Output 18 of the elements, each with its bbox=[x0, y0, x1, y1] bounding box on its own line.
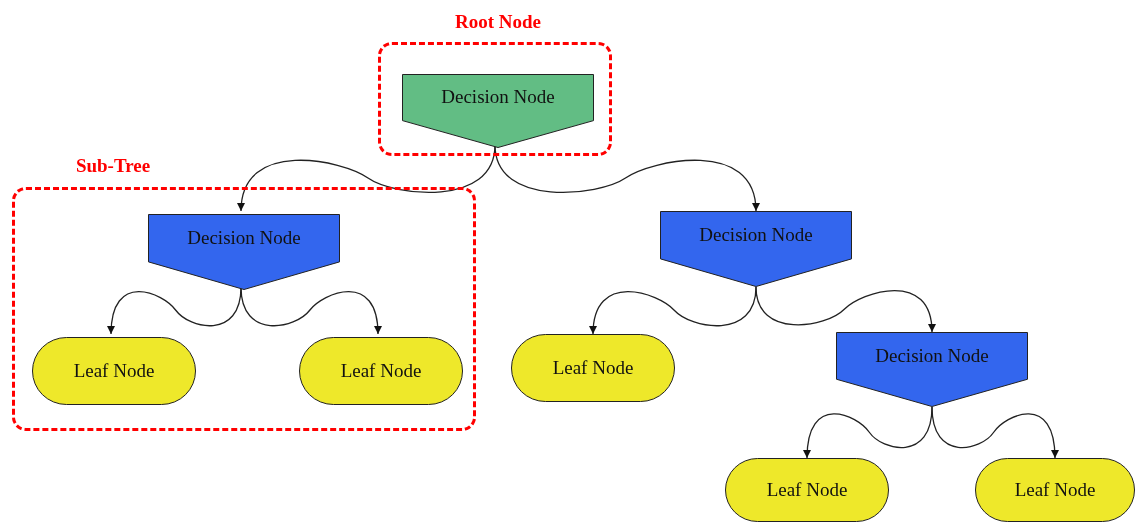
pentagon-node bbox=[148, 214, 340, 290]
group-heading: Sub-Tree bbox=[75, 155, 151, 177]
arrow bbox=[931, 406, 1059, 459]
node-label: Decision Node bbox=[441, 86, 555, 109]
node-label: Decision Node bbox=[875, 344, 989, 367]
node-label: Leaf Node bbox=[766, 479, 848, 501]
node-label: Decision Node bbox=[699, 223, 813, 246]
node-label: Leaf Node bbox=[73, 360, 155, 382]
arrow bbox=[755, 286, 936, 333]
node-label: Leaf Node bbox=[1014, 479, 1096, 501]
node-label: Leaf Node bbox=[340, 360, 422, 382]
pentagon-node bbox=[402, 74, 594, 148]
pentagon-node bbox=[660, 211, 852, 287]
pentagon-node bbox=[836, 332, 1028, 407]
node-label: Leaf Node bbox=[552, 357, 634, 379]
node-label: Decision Node bbox=[187, 226, 301, 249]
group-heading: Root Node bbox=[455, 11, 541, 33]
arrow bbox=[589, 286, 757, 335]
